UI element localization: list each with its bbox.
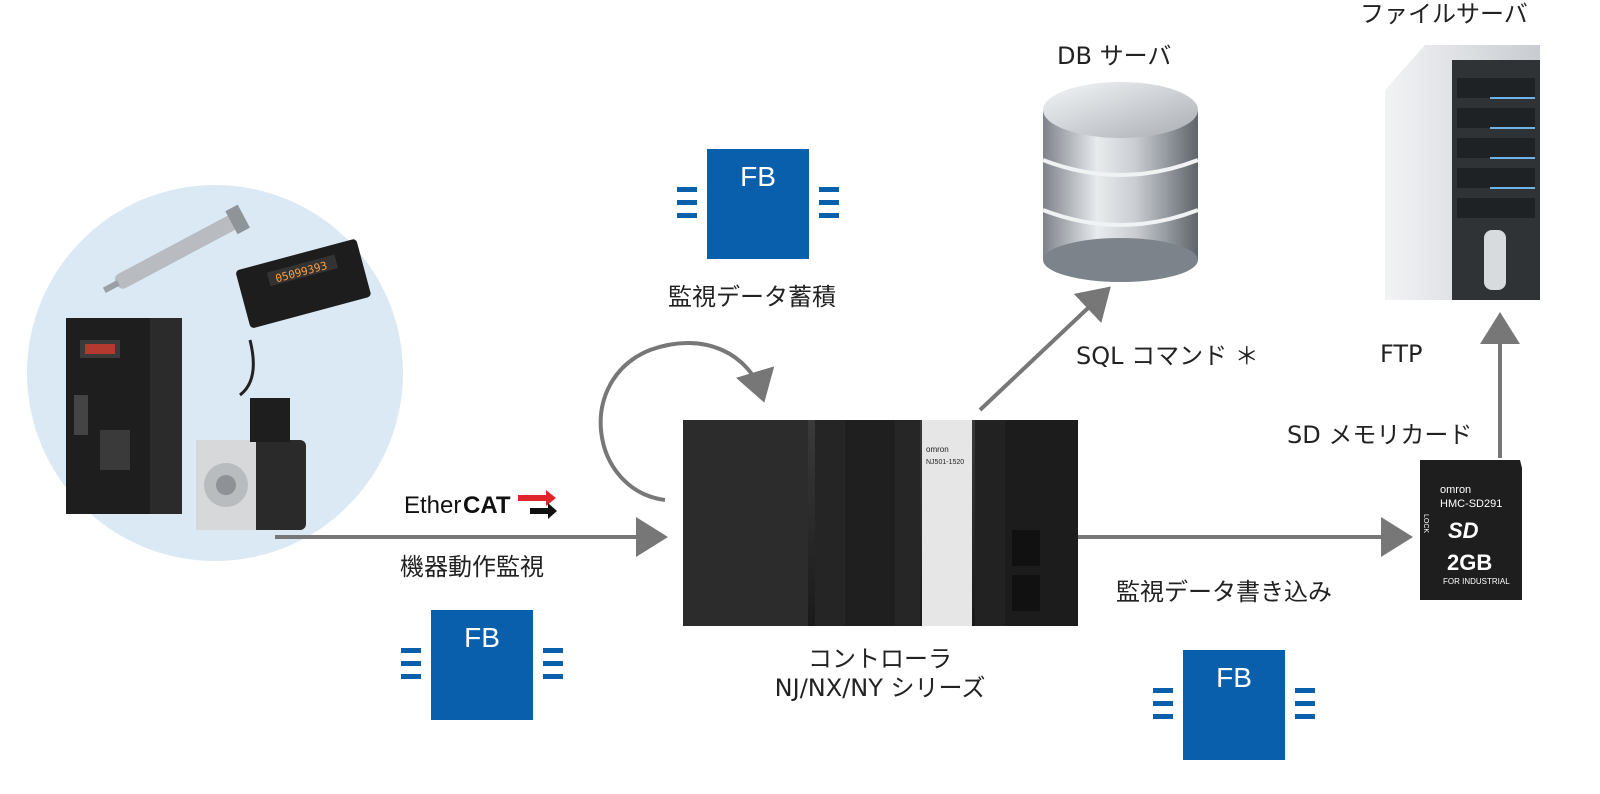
fb-pins-left (401, 648, 421, 687)
fb-block-store: FB (677, 149, 839, 259)
fb-pins-left (677, 187, 697, 226)
fb-block-write: FB (1153, 650, 1315, 760)
fb-pins-right (1295, 688, 1315, 727)
svg-text:NJ501-1520: NJ501-1520 (926, 459, 964, 466)
svg-text:SD: SD (1448, 518, 1479, 543)
controller-label-line2: NJ/NX/NY シリーズ (774, 673, 986, 702)
svg-text:Ether: Ether (404, 492, 461, 519)
ftp-label: FTP (1380, 340, 1423, 368)
svg-text:CAT: CAT (463, 492, 511, 519)
fb-store-label: 監視データ蓄積 (668, 283, 836, 311)
fb-pins-left (1153, 688, 1173, 727)
sd-card-label: SD メモリカード (1287, 421, 1473, 449)
db-server-label: DB サーバ (1057, 42, 1172, 70)
svg-text:omron: omron (1440, 484, 1471, 496)
fb-block-label: FB (740, 161, 776, 192)
svg-text:omron: omron (926, 445, 949, 454)
db-server-icon (1042, 82, 1199, 282)
devices-icon: 05099393 (27, 185, 403, 561)
write-label: 監視データ書き込み (1116, 578, 1332, 606)
fb-pins-right (543, 648, 563, 687)
ethercat-logo-icon: Ether CAT (404, 490, 557, 519)
controller-label-line1: コントローラ (807, 645, 952, 673)
fb-block-monitor: FB (401, 610, 563, 720)
controller-icon: omron NJ501-1520 (683, 420, 1078, 626)
svg-text:LOCK: LOCK (1422, 514, 1429, 533)
monitoring-label: 機器動作監視 (400, 553, 544, 581)
svg-text:FOR INDUSTRIAL: FOR INDUSTRIAL (1443, 577, 1510, 586)
svg-text:2GB: 2GB (1447, 550, 1492, 575)
file-server-icon (1385, 45, 1540, 300)
fb-block-label: FB (464, 622, 500, 653)
sd-card-icon: omron HMC-SD291 SD 2GB FOR INDUSTRIAL LO… (1420, 460, 1522, 600)
sql-command-label: SQL コマンド ＊ (1076, 342, 1259, 370)
file-server-label: ファイルサーバ (1360, 0, 1528, 28)
controller-label: コントローラ NJ/NX/NY シリーズ (775, 645, 986, 703)
svg-text:HMC-SD291: HMC-SD291 (1440, 498, 1502, 510)
fb-pins-right (819, 187, 839, 226)
fb-block-label: FB (1216, 662, 1252, 693)
